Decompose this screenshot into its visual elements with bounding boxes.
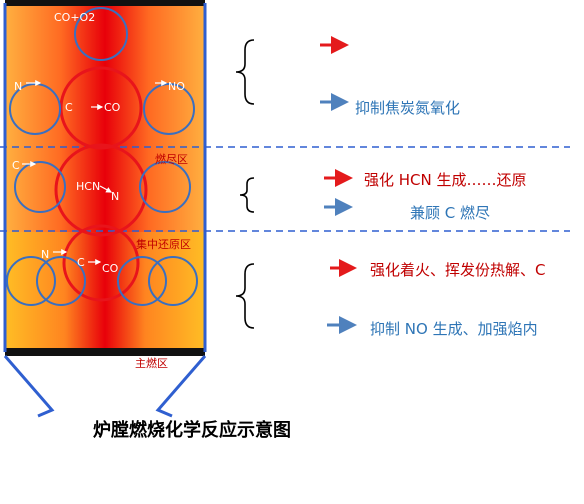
middle-note-line1: 强化 HCN 生成……还原 bbox=[364, 171, 527, 189]
burnout-center-arrow bbox=[99, 185, 113, 193]
upper-left-label: N bbox=[14, 80, 22, 93]
reduction-center-product: CO bbox=[102, 262, 119, 275]
main-blue-circle-2 bbox=[36, 256, 86, 306]
hopper-right-wall bbox=[155, 355, 207, 418]
main-blue-circle-1 bbox=[6, 256, 56, 306]
furnace-bottom-bar bbox=[5, 348, 205, 356]
burnout-left-blue-circle bbox=[14, 161, 66, 213]
burnout-right-blue-circle bbox=[139, 161, 191, 213]
reduction-zone-label: 集中还原区 bbox=[136, 237, 191, 251]
main-blue-circle-4 bbox=[148, 256, 198, 306]
main-blue-circle-3 bbox=[117, 256, 167, 306]
middle-brace bbox=[239, 177, 255, 213]
upper-center-product: CO bbox=[104, 101, 121, 114]
top-label: CO+O2 bbox=[54, 11, 95, 24]
burnout-left-label: C bbox=[12, 159, 20, 172]
diagram-caption: 炉膛燃烧化学反应示意图 bbox=[93, 419, 291, 441]
burnout-red-circle bbox=[54, 143, 148, 237]
upper-note-line2: 抑制焦炭氮氧化 bbox=[355, 99, 460, 117]
burnout-center-product: N bbox=[111, 190, 119, 203]
upper-left-blue-circle bbox=[9, 83, 61, 135]
upper-right-label: NO bbox=[168, 80, 185, 93]
top-blue-circle bbox=[74, 7, 128, 61]
hopper-left-wall bbox=[3, 355, 55, 418]
upper-right-blue-circle bbox=[143, 83, 195, 135]
reduction-red-circle bbox=[62, 224, 140, 302]
furnace-top-bar bbox=[5, 0, 205, 6]
lower-note-line1: 强化着火、挥发份热解、C bbox=[370, 261, 545, 279]
burnout-center-label: HCN bbox=[76, 180, 100, 193]
burnout-zone-label: 燃尽区 bbox=[155, 152, 188, 166]
upper-brace bbox=[235, 39, 255, 105]
upper-center-label: C bbox=[65, 101, 73, 114]
upper-red-circle bbox=[59, 66, 143, 150]
reduction-left-label: N bbox=[41, 248, 49, 261]
lower-brace bbox=[235, 263, 255, 329]
middle-note-line2: 兼顾 C 燃尽 bbox=[410, 204, 490, 222]
lower-note-line2: 抑制 NO 生成、加强焰内 bbox=[370, 320, 538, 338]
main-zone-label: 主燃区 bbox=[135, 356, 168, 370]
reduction-center-label: C bbox=[77, 256, 85, 269]
